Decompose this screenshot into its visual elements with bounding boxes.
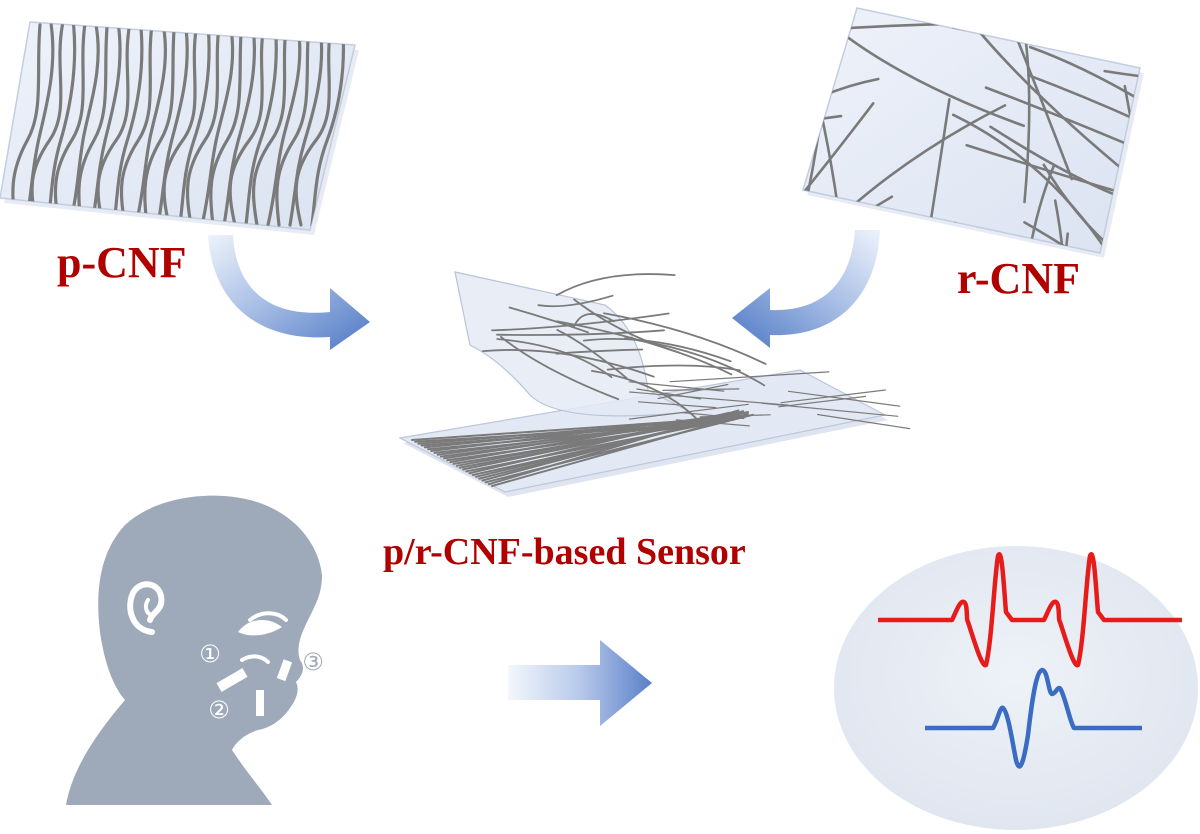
fiber (228, 23, 266, 227)
fiber (178, 23, 211, 227)
fiber (487, 409, 740, 486)
fiber (669, 371, 830, 383)
sensor-device (398, 271, 911, 497)
position-marker-2: ② (208, 696, 230, 724)
peel-fibers (482, 273, 911, 430)
fiber (675, 419, 750, 427)
fiber (803, 77, 880, 181)
fiber (185, 23, 221, 227)
fiber (200, 23, 235, 227)
fiber (1027, 73, 1140, 223)
fiber (96, 23, 132, 227)
fiber (984, 86, 1140, 208)
fiber (310, 23, 346, 227)
position-marker-1: ① (199, 640, 221, 668)
fiber (803, 93, 804, 253)
right-arrow-icon (508, 640, 652, 726)
fiber (468, 411, 730, 475)
fiber (430, 416, 711, 452)
curved-arrow-icon (732, 230, 880, 348)
fiber (573, 298, 680, 354)
waveform-icon (878, 552, 1182, 668)
sensor-patch (276, 659, 293, 682)
fiber (500, 335, 620, 401)
signal-panel (834, 546, 1198, 830)
r-cnf-film (802, 7, 1144, 258)
fiber (816, 413, 911, 430)
curved-arrow-icon (208, 235, 370, 350)
fiber (112, 23, 144, 227)
fiber (582, 337, 732, 363)
waveform-icon (925, 667, 1142, 769)
fiber (222, 23, 257, 227)
fiber (482, 349, 655, 378)
fiber (143, 23, 176, 227)
position-marker-3: ③ (302, 648, 324, 676)
fiber (30, 23, 64, 227)
fiber (1021, 163, 1056, 253)
fiber (496, 329, 665, 336)
fiber (778, 395, 867, 408)
fiber (1052, 199, 1068, 253)
fiber (294, 23, 333, 227)
fiber (288, 23, 324, 227)
fiber (965, 143, 1140, 211)
fiber (761, 402, 899, 417)
fiber (508, 306, 589, 334)
fiber (780, 389, 886, 404)
fiber (1010, 25, 1074, 181)
fiber (657, 383, 729, 400)
aligned-fibers (11, 23, 346, 227)
fiber (537, 294, 614, 308)
fiber (53, 23, 87, 227)
r-cnf-label: r-CNF (957, 254, 1080, 303)
fiber (90, 23, 122, 227)
fiber (606, 364, 741, 372)
fiber (491, 312, 670, 332)
fiber (496, 338, 613, 379)
fiber (1103, 69, 1140, 87)
ear-icon (127, 581, 165, 635)
fiber (134, 23, 167, 227)
fiber (662, 388, 740, 391)
sensor-fibers (411, 409, 754, 487)
p-cnf-film (0, 21, 359, 235)
sensor-patch (216, 668, 248, 692)
fiber (275, 23, 311, 227)
fiber (252, 23, 288, 227)
fiber (46, 23, 77, 227)
sensor-patch (256, 690, 264, 716)
fiber (244, 23, 278, 227)
fiber (637, 401, 717, 409)
sensor-label: p/r-CNF-based Sensor (383, 531, 746, 573)
fiber (1023, 221, 1140, 253)
fiber (156, 23, 189, 227)
fiber (24, 23, 55, 227)
fiber (68, 23, 100, 227)
fiber (77, 23, 109, 227)
p-cnf-label: p-CNF (57, 238, 187, 287)
fiber (882, 221, 957, 253)
fiber (449, 414, 721, 464)
fiber (680, 411, 745, 420)
fiber (491, 413, 749, 487)
fiber (266, 23, 302, 227)
fiber (573, 313, 615, 328)
fiber (603, 312, 767, 365)
face-silhouette-icon: ① ② ③ (66, 495, 324, 805)
fiber (556, 329, 628, 379)
fiber (209, 23, 244, 227)
fiber (803, 114, 843, 142)
fiber (411, 419, 701, 441)
eye-icon (238, 619, 282, 636)
fiber (11, 23, 42, 227)
fiber (636, 388, 702, 400)
fiber (699, 414, 771, 418)
fiber (628, 403, 749, 420)
fiber (119, 23, 154, 227)
fiber (803, 102, 875, 253)
fiber (555, 273, 676, 297)
fiber (162, 23, 199, 227)
